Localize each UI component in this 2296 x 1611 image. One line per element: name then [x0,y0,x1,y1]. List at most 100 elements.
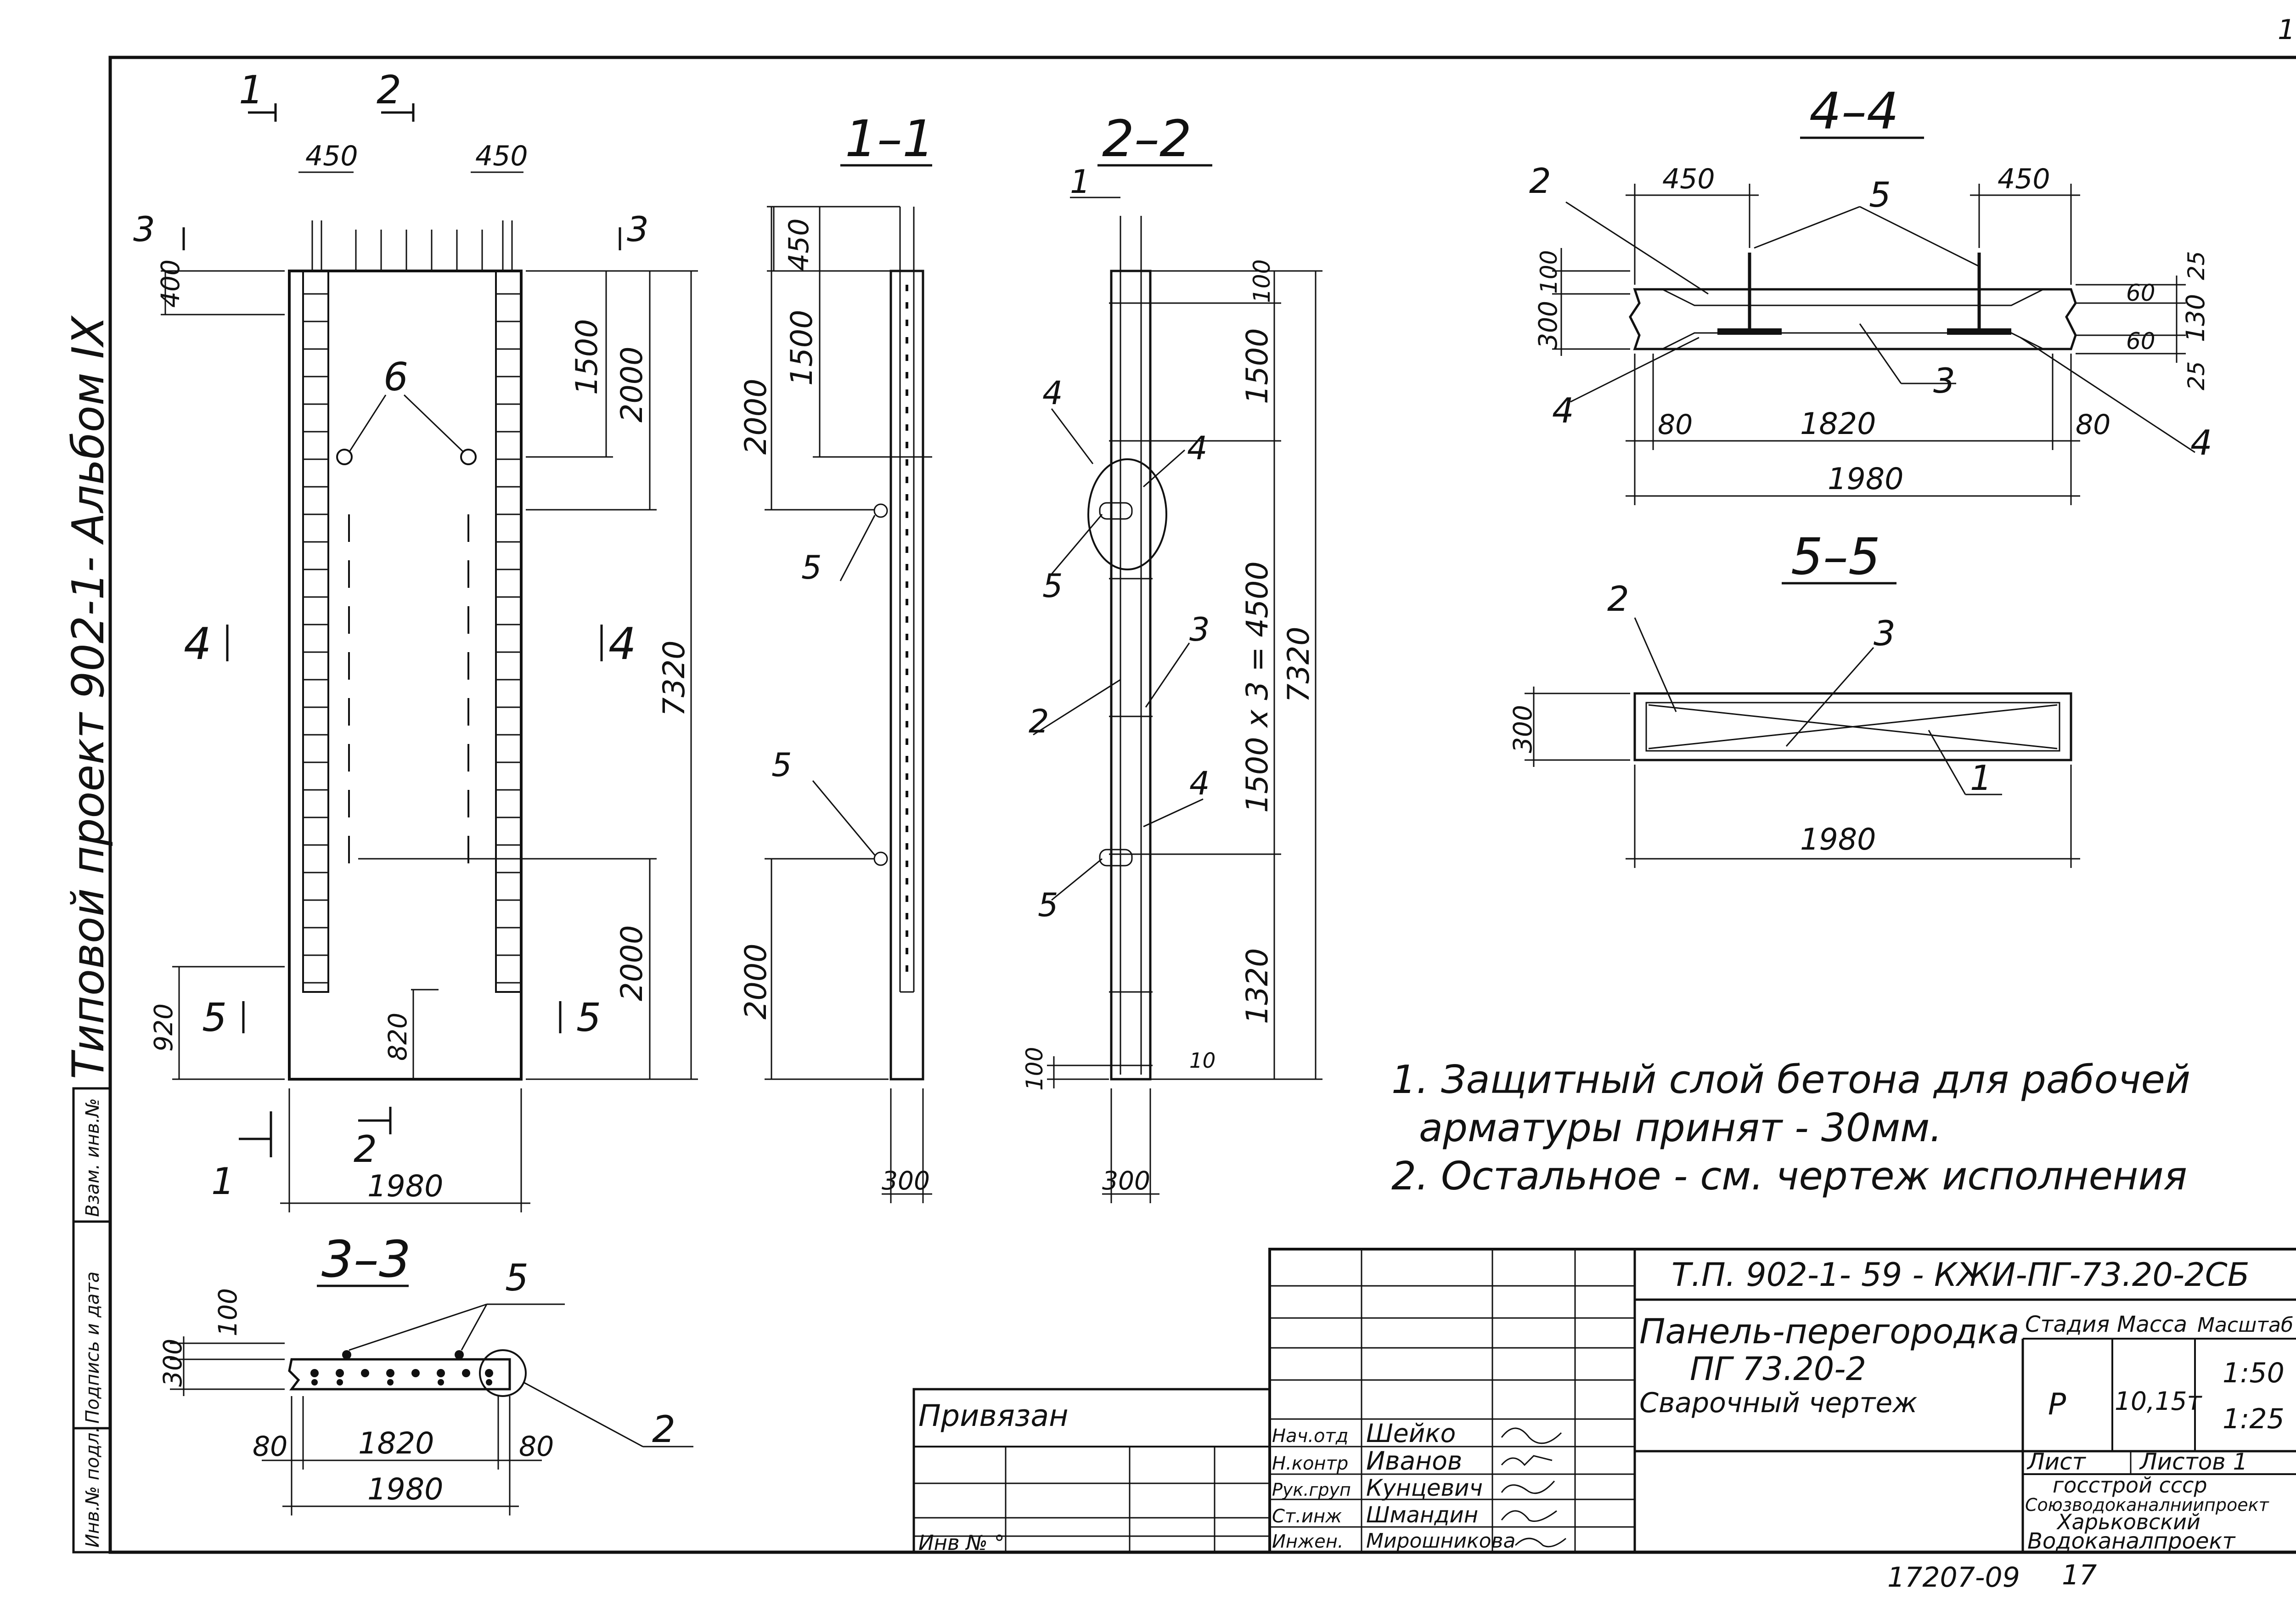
dim-1-1-1500: 1500 [785,310,819,386]
cut-mark-3-left: 3 [133,209,155,249]
callout-4-4-3: 3 [1933,361,1955,401]
section-title-4-4: 4–4 [1809,82,1899,141]
callout-4-4-4-right: 4 [2190,422,2212,463]
section-title-1-1: 1–1 [845,109,934,168]
dim-1500: 1500 [570,319,604,395]
dim-2000-top: 2000 [615,347,649,422]
position-6-label: 6 [383,355,408,400]
dim-4-4-130: 130 [2181,294,2210,342]
dim-1-1-300: 300 [882,1166,930,1195]
section-5-5: 5–5 300 1980 2 3 1 [1508,527,2080,868]
dim-1-1-450: 450 [783,218,815,271]
section-2-2: 2–2 [1021,109,1322,1203]
org-line-3: Харьковский [2056,1510,2200,1534]
dim-4-4-25-bottom: 25 [2183,361,2210,390]
note-2: 2. Остальное - см. чертеж исполнения [1391,1154,2187,1199]
side-strip-text: Типовой проект 902-1- Альбом IX [63,315,114,1079]
callout-2-2-4a: 4 [1042,374,1063,412]
sig-name-4: Шмандин [1366,1502,1478,1528]
dim-3-3-100: 100 [213,1288,242,1336]
callout-1-1-5b: 5 [771,746,792,784]
stamp-label-inv: Инв.№ подл. [82,1427,103,1548]
callout-4-4-2: 2 [1529,161,1551,201]
main-view: 1 2 3 3 4 4 5 5 1 2 6 450 450 40 [133,68,698,1212]
dim-1980: 1980 [367,1169,443,1204]
callout-2-2-5a: 5 [1042,567,1063,605]
dim-3-3-80-left: 80 [253,1431,287,1463]
cut-mark-5-left: 5 [202,995,227,1041]
callout-4-4-4-left: 4 [1552,390,1574,431]
callout-5-5-2: 2 [1607,579,1629,619]
sig-role-4: Ст.инж [1272,1506,1342,1527]
callout-5-5-1: 1 [1970,758,1992,798]
dim-400: 400 [156,259,185,308]
dim-2000-bottom: 2000 [615,925,649,1001]
value-stage: Р [2048,1387,2066,1422]
dim-4-4-60-bottom: 60 [2126,328,2155,355]
sig-name-5: Мирошникова [1366,1529,1515,1553]
header-stage: Стадия [2025,1312,2110,1337]
cut-mark-2-bottom: 2 [354,1128,377,1171]
side-stamp: Инв.№ подл. Подпись и дата Взам. инв.№ [72,1087,112,1554]
cut-mark-2-top: 2 [377,68,401,113]
dim-4-4-450-right: 450 [1998,163,2050,195]
dim-2-2-7320: 7320 [1282,627,1316,703]
dim-4-4-80-right: 80 [2076,409,2110,441]
value-scale-1: 1:50 [2223,1357,2285,1389]
section-1-1: 1–1 450 1500 2000 2000 300 5 5 [739,109,934,1203]
dim-450-left: 450 [305,140,358,172]
callout-2-2-2: 2 [1029,703,1049,740]
callout-2-2-3: 3 [1189,611,1210,648]
product-name: Панель-перегородка [1639,1311,2020,1352]
callout-2-2-1: 1 [1070,163,1091,201]
sheet-label: Лист [2026,1448,2087,1475]
dim-5-5-1980: 1980 [1800,822,1876,857]
section-title-2-2: 2–2 [1102,109,1192,168]
note-1-continued: арматуры принят - 30мм. [1419,1105,1942,1151]
org-line-1: госстрой ссср [2053,1473,2207,1498]
dim-2-2-1320: 1320 [1240,948,1275,1024]
callout-5-5-3: 3 [1874,613,1896,653]
dim-2-2-1500: 1500 [1240,328,1275,404]
dim-4-4-25-top: 25 [2183,251,2210,280]
dim-5-5-300: 300 [1508,705,1537,753]
title-block: Привязан Инв № ° Нач.отд Шейко Н.контр И… [912,1248,2296,1555]
dim-3-3-300: 300 [158,1339,187,1387]
sig-role-3: Рук.груп [1272,1480,1351,1500]
cut-mark-5-right: 5 [576,995,601,1041]
dim-3-3-1980: 1980 [367,1472,443,1507]
dim-820: 820 [383,1013,412,1061]
callout-4-4-5: 5 [1869,175,1891,215]
dim-2-2-100: 100 [1249,259,1275,303]
header-mass: Масса [2117,1312,2187,1337]
cut-mark-1-top: 1 [239,68,264,113]
dim-3-3-80-right: 80 [519,1431,554,1463]
dim-7320: 7320 [657,641,692,716]
archive-number: 17207-09 [1887,1561,2020,1594]
product-mark: ПГ 73.20-2 [1690,1350,1866,1388]
stamp-label-replace: Взам. инв.№ [82,1098,103,1217]
dim-450-right: 450 [475,140,528,172]
sig-name-1: Шейко [1366,1419,1456,1448]
section-4-4: 4–4 450 450 [1529,82,2212,505]
cut-mark-3-right: 3 [627,209,649,249]
sig-role-5: Инжен. [1272,1531,1344,1552]
document-code: Т.П. 902-1- 59 - КЖИ-ПГ-73.20-2СБ [1671,1256,2250,1294]
dim-920: 920 [149,1003,178,1052]
section-3-3: 3–3 100 300 80 1820 80 1980 [158,1230,693,1515]
dim-4-4-1980: 1980 [1828,462,1903,496]
dim-4-4-100: 100 [1536,250,1562,294]
sheets-count: Листов 1 [2139,1448,2247,1475]
sig-role-1: Нач.отд [1272,1425,1348,1447]
dim-4-4-450-left: 450 [1662,163,1715,195]
cut-mark-4-left: 4 [184,619,211,670]
general-notes: 1. Защитный слой бетона для рабочей арма… [1391,1057,2190,1199]
callout-1-1-5a: 5 [801,549,822,586]
cut-mark-4-right: 4 [608,619,636,670]
value-mass: 10,15т [2115,1386,2202,1416]
dim-4-4-300: 300 [1533,301,1563,349]
sig-name-3: Кунцевич [1366,1475,1483,1501]
callout-3-3-5: 5 [505,1256,529,1299]
dim-1-1-2000-top: 2000 [739,379,773,455]
